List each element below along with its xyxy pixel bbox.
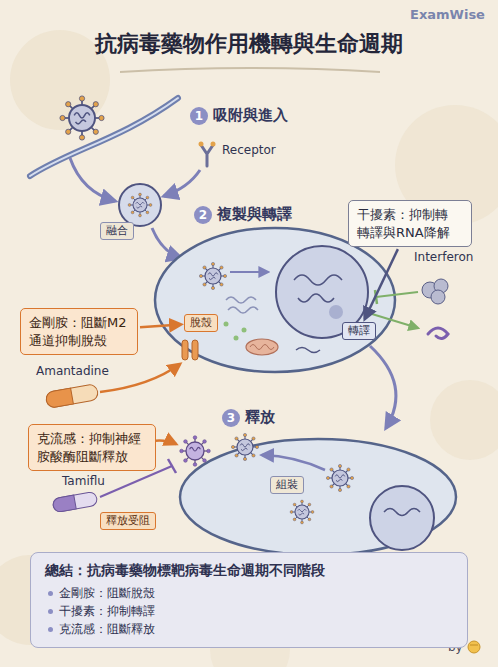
entry-stage-part [30,98,178,176]
host-cell-part [230,271,268,273]
stage-title: 複製與轉譯 [217,205,292,223]
interferon-figure-part [431,290,445,304]
entry-stage-part-part [211,142,216,147]
release-cell-part [180,436,211,467]
stage-title: 吸附與進入 [213,106,288,124]
node-text: 融合 [106,224,128,238]
interferon-figure-part [375,290,377,304]
host-cell-part [294,275,342,285]
callout-number: 1 [190,107,208,125]
host-cell-part [298,294,334,302]
entry-stage-part [30,98,178,176]
drug-callout: 干擾素：抑制轉 轉譯與RNA降解 [348,200,472,247]
stage-tag: 脫殼 [184,314,218,332]
entry-stage-part-part [201,145,213,166]
stage-tag: 融合 [100,222,134,240]
title: 抗病毒藥物作用機轉與生命週期 [0,30,498,59]
host-cell-part [250,345,274,350]
node-text: 金剛胺：阻斷M2 通道抑制脫殼 [29,314,129,349]
author-icon [468,641,480,653]
stage-tag: 轉譯 [342,322,376,340]
node-text: 組裝 [276,478,298,492]
drug-label: Amantadine [36,364,109,378]
node-text: 轉譯 [348,324,370,338]
summary-heading: 總結：抗病毒藥物標靶病毒生命週期不同階段 [45,561,453,580]
host-cell-part [246,339,278,355]
callout-number: 2 [194,206,212,224]
release-cell-part [180,439,456,555]
host-cell-part [242,328,247,333]
release-cell-part [370,486,434,550]
summary-item: 金剛胺：阻斷脫殼 [45,584,453,602]
author-icon-part [470,644,478,645]
release-cell-part [231,433,258,460]
entry-stage-part [70,158,115,201]
entry-stage-part [152,228,181,258]
host-cell-part [155,228,395,372]
amantadine-pill-part [100,364,180,392]
interferon-figure-part [372,314,418,328]
interferon-figure-part [428,328,448,339]
connector-arrow [140,325,181,328]
node-text: 克流感：抑制神經 胺酸酶阻斷釋放 [37,430,147,465]
node-text: 脫殼 [190,316,212,330]
amantadine-pill-part [45,384,99,409]
interferon-figure-part [376,292,418,297]
host-cell [155,228,396,428]
part-label: Interferon [414,250,473,264]
entry-stage-part-part [199,142,204,147]
host-cell-part [224,322,229,327]
node-text: 釋放受阻 [106,514,150,528]
summary-item: 干擾素：抑制轉譯 [45,602,453,620]
brand-mark: ExamWise [410,7,485,23]
stage-tag: 釋放受阻 [100,512,156,530]
entry-stage-part [128,193,152,217]
entry-stage [30,96,216,258]
background-part [430,380,498,460]
drug-callout: 克流感：抑制神經 胺酸酶阻斷釋放 [28,424,156,471]
amantadine-pill-part-part [45,384,99,409]
release-cell-part [384,509,420,516]
host-cell-part [296,348,320,353]
release-cell [152,433,456,555]
amantadine-pill-part-part [45,388,73,408]
host-cell-part [329,305,343,319]
summary-box: 總結：抗病毒藥物標靶病毒生命週期不同階段金剛胺：阻斷脫殼干擾素：抑制轉譯克流感：… [30,552,468,648]
node-text: 干擾素：抑制轉 轉譯與RNA降解 [357,206,463,241]
entry-stage-part [164,170,200,196]
stage-title: 釋放 [245,408,275,426]
author-icon-part [468,641,480,653]
host-cell-part [234,336,239,341]
host-cell-part [199,262,226,289]
summary-item: 克流感：阻斷釋放 [45,620,453,638]
drug-label: Tamiflu [62,474,105,488]
part-label: Receptor [222,143,276,157]
entry-stage-part [119,184,161,226]
entry-stage-part [199,142,216,167]
release-cell-part [290,500,314,524]
tamiflu-pill-part-part [52,495,76,513]
connector-arrow [365,249,398,319]
interferon-figure [372,279,448,339]
entry-stage-part [60,96,104,140]
host-cell-part [226,297,256,303]
host-cell-part [192,340,198,360]
tamiflu-pill-part [52,491,98,512]
tamiflu-pill-part-part [52,491,98,512]
release-cell-part [262,455,325,470]
host-cell-part [370,346,396,428]
stage-tag: 組裝 [270,476,304,494]
callout-number: 3 [222,409,240,427]
host-cell-part [228,307,258,313]
background-part [120,68,380,72]
release-cell-part [326,464,353,491]
drug-callout: 金剛胺：阻斷M2 通道抑制脫殼 [20,308,138,355]
tamiflu-pill-part [168,459,176,473]
host-cell-part [182,340,188,360]
